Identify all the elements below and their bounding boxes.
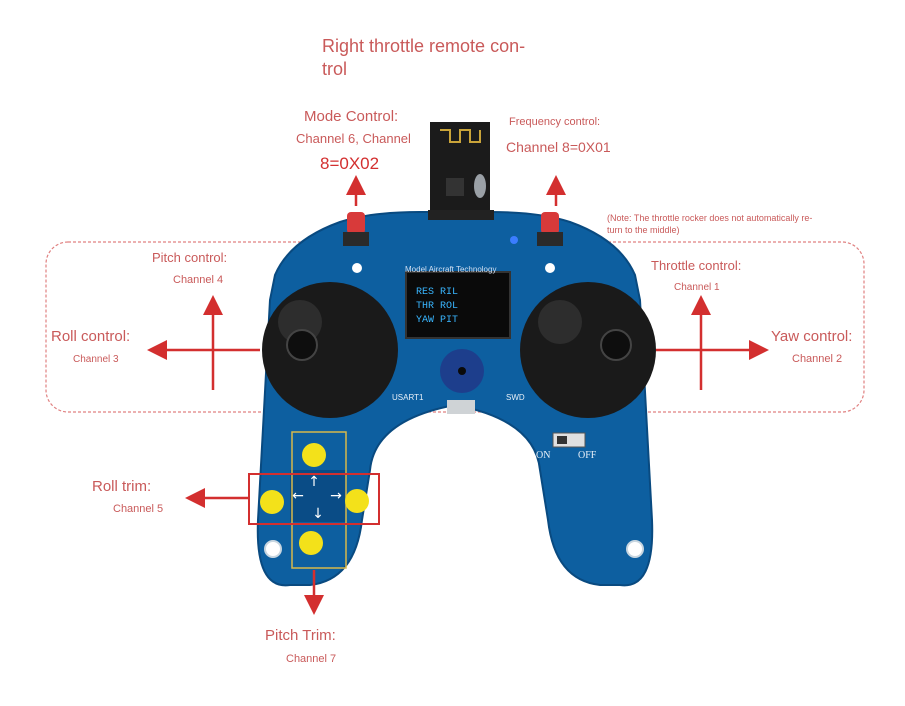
trim-arrow-left-icon: ← bbox=[292, 488, 304, 504]
left-joystick bbox=[262, 282, 398, 418]
trim-arrow-right-icon: → bbox=[330, 488, 342, 504]
trim-button-left bbox=[260, 490, 284, 514]
roll-control-channel: Channel 3 bbox=[73, 354, 119, 365]
mode-button-body bbox=[343, 232, 369, 246]
rf-chip bbox=[446, 178, 464, 196]
yaw-control-title: Yaw control: bbox=[771, 328, 853, 345]
usart-label: USART1 bbox=[392, 393, 424, 402]
swd-label: SWD bbox=[506, 393, 525, 402]
trim-arrow-down-icon: ↓ bbox=[312, 506, 324, 522]
board-silkscreen: Model Aircraft Technology bbox=[405, 265, 496, 274]
note-line1: (Note: The throttle rocker does not auto… bbox=[607, 213, 813, 223]
screen-line: RES RIL bbox=[416, 287, 458, 298]
pitch-control-title: Pitch control: bbox=[152, 250, 228, 265]
mode-button-cap bbox=[347, 212, 365, 234]
rf-header bbox=[428, 210, 494, 220]
diagram-title-line1: Right throttle remote con- bbox=[322, 36, 526, 56]
screen-line: YAW PIT bbox=[416, 315, 458, 326]
trim-button-up bbox=[302, 443, 326, 467]
status-led bbox=[510, 236, 518, 244]
trim-pad bbox=[290, 470, 346, 522]
buzzer-hole bbox=[458, 367, 466, 375]
trim-horizontal-outline bbox=[248, 473, 380, 525]
frequency-control-title: Frequency control: bbox=[509, 116, 601, 128]
pitch-trim-channel: Channel 7 bbox=[286, 653, 337, 665]
pitch-trim-title: Pitch Trim: bbox=[265, 627, 336, 644]
trim-button-down bbox=[299, 531, 323, 555]
frequency-button-cap bbox=[541, 212, 559, 234]
roll-trim-title: Roll trim: bbox=[92, 478, 152, 495]
mounting-hole bbox=[545, 263, 555, 273]
rf-crystal bbox=[474, 174, 486, 198]
power-switch-knob bbox=[557, 436, 567, 444]
throttle-control-title: Throttle control: bbox=[651, 258, 742, 273]
mode-control-title: Mode Control: bbox=[304, 108, 399, 125]
note-line2: turn to the middle) bbox=[607, 225, 680, 235]
frequency-control-value: Channel 8=0X01 bbox=[506, 139, 611, 155]
mounting-hole bbox=[626, 540, 644, 558]
frequency-button-body bbox=[537, 232, 563, 246]
mounting-hole bbox=[264, 540, 282, 558]
right-joystick-highlight bbox=[538, 300, 582, 344]
mode-control-value: 8=0X02 bbox=[320, 154, 380, 173]
roll-trim-channel: Channel 5 bbox=[113, 503, 164, 515]
yaw-control-channel: Channel 2 bbox=[792, 353, 843, 365]
pitch-control-channel: Channel 4 bbox=[173, 274, 224, 286]
screen-line: THR ROL bbox=[416, 301, 458, 312]
left-joystick-stick bbox=[286, 329, 318, 361]
switch-off-label: OFF bbox=[578, 450, 597, 461]
mode-control-channel: Channel 6, Channel bbox=[296, 131, 411, 146]
right-joystick bbox=[520, 282, 656, 418]
roll-control-title: Roll control: bbox=[51, 328, 131, 345]
right-joystick-stick bbox=[600, 329, 632, 361]
trim-arrow-up-icon: ↑ bbox=[308, 474, 320, 490]
oled-screen bbox=[405, 271, 511, 339]
diagram-title-line2: trol bbox=[322, 59, 348, 79]
throttle-control-channel: Channel 1 bbox=[674, 282, 720, 293]
switch-on-label: ON bbox=[536, 450, 550, 461]
usb-port bbox=[447, 400, 475, 414]
rf-antenna bbox=[440, 129, 481, 143]
mounting-hole bbox=[352, 263, 362, 273]
trim-button-right bbox=[345, 489, 369, 513]
